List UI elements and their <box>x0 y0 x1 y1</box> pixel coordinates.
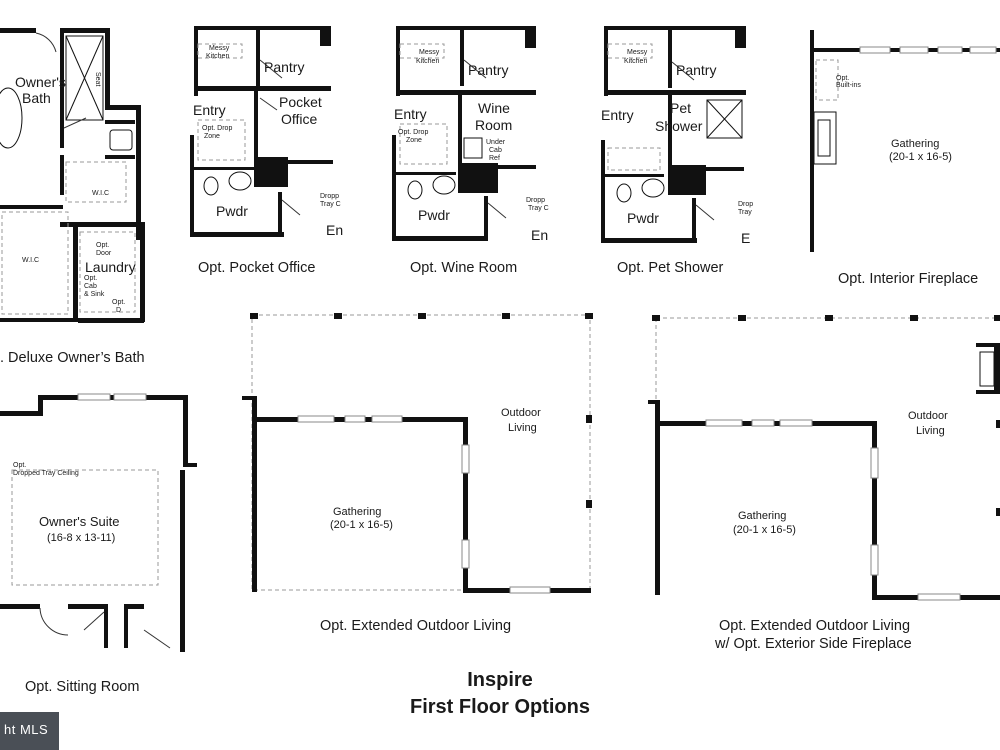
label-pantry-1: Pantry <box>264 59 304 75</box>
label-en-1: En <box>326 222 343 238</box>
label-wine: Wine <box>478 100 510 116</box>
label-opt-cab-2: Cab <box>84 283 97 290</box>
label-drop-short: Drop <box>738 201 753 208</box>
label-en-2: En <box>531 227 548 243</box>
page-title-line-2: First Floor Options <box>410 696 590 718</box>
label-entry-2: Entry <box>394 106 427 122</box>
label-living-1: Living <box>508 422 537 434</box>
label-zone-1: Zone <box>204 133 220 140</box>
label-messy-1: Messy <box>209 45 230 52</box>
label-outdoor-1: Outdoor <box>501 407 541 419</box>
label-kitchen-2: Kitchen <box>416 58 439 65</box>
label-room-wine: Room <box>475 117 512 133</box>
label-messy-3: Messy <box>627 49 648 56</box>
label-seat: Seat <box>94 72 101 86</box>
caption-sitting-room: Opt. Sitting Room <box>25 679 139 695</box>
mls-logo-text: ht MLS <box>4 722 49 737</box>
label-entry-3: Entry <box>601 107 634 123</box>
label-opt-drop-2: Opt. Drop <box>398 129 428 136</box>
label-pocket: Pocket <box>279 94 322 110</box>
label-gathering-dim-3: (20-1 x 16-5) <box>733 524 796 536</box>
label-gathering-1: Gathering <box>891 138 939 150</box>
label-owners: Owner's <box>15 74 66 90</box>
label-ref: Ref <box>489 155 500 162</box>
label-zone-2: Zone <box>406 137 422 144</box>
plan-pet-shower: Messy Kitchen Pantry Entry Pet Shower Pw… <box>601 26 753 276</box>
plan-extended-outdoor: Outdoor Living Gathering (20-1 x 16-5) O… <box>242 313 593 634</box>
label-under: Under <box>486 139 506 146</box>
label-dropped-2: Dropp <box>526 197 545 204</box>
label-office: Office <box>281 111 318 127</box>
label-opt-tray-1: Opt. <box>13 462 26 469</box>
page-title-line-1: Inspire <box>467 669 533 691</box>
label-tray-1: Tray C <box>320 201 341 208</box>
label-dropped-1: Dropp <box>320 193 339 200</box>
label-opt-builtins-2: Built-ins <box>836 82 861 89</box>
label-opt-d-1: Opt. <box>112 299 125 306</box>
label-opt-drop-1: Opt. Drop <box>202 125 232 132</box>
label-suite-dim: (16-8 x 13-11) <box>47 532 115 544</box>
label-wic-2: W.I.C <box>22 257 39 264</box>
label-messy-2: Messy <box>419 49 440 56</box>
caption-extended-outdoor-fp-1: Opt. Extended Outdoor Living <box>719 618 910 634</box>
label-shower: Shower <box>655 118 703 134</box>
label-opt-cab-1: Opt. <box>84 275 97 282</box>
caption-extended-outdoor-fp-2: w/ Opt. Exterior Side Fireplace <box>714 636 912 652</box>
label-tray-2: Tray C <box>528 205 549 212</box>
caption-extended-outdoor: Opt. Extended Outdoor Living <box>320 618 511 634</box>
label-gathering-2: Gathering <box>333 506 381 518</box>
label-bath: Bath <box>22 90 51 106</box>
label-gathering-dim-1: (20-1 x 16-5) <box>889 151 952 163</box>
plan-deluxe-owners-bath: Owner's Bath Seat W.I.C W.I.C Laundry Op… <box>0 28 145 366</box>
label-kitchen-3: Kitchen <box>624 58 647 65</box>
plan-pocket-office: Messy Kitchen Pantry Entry Opt. Drop Zon… <box>190 26 343 276</box>
label-opt-d-2: D <box>116 307 121 314</box>
mls-logo <box>0 712 59 750</box>
label-laundry: Laundry <box>85 259 136 275</box>
label-e-short: E <box>741 230 750 246</box>
label-pet: Pet <box>670 100 691 116</box>
caption-pocket-office: Opt. Pocket Office <box>198 260 315 276</box>
label-living-2: Living <box>916 425 945 437</box>
label-opt-cab-3: & Sink <box>84 291 105 298</box>
label-opt-door-1: Opt. <box>96 242 109 249</box>
label-opt-builtins-1: Opt. <box>836 75 849 82</box>
caption-pet-shower: Opt. Pet Shower <box>617 260 724 276</box>
label-gathering-dim-2: (20-1 x 16-5) <box>330 519 393 531</box>
plan-extended-outdoor-fireplace: Outdoor Living Gathering (20-1 x 16-5) O… <box>648 315 1000 652</box>
label-entry-1: Entry <box>193 102 226 118</box>
label-pwdr-2: Pwdr <box>418 207 450 223</box>
caption-interior-fireplace: Opt. Interior Fireplace <box>838 271 978 287</box>
label-pwdr-3: Pwdr <box>627 210 659 226</box>
label-opt-door-2: Door <box>96 250 112 257</box>
label-pantry-2: Pantry <box>468 62 508 78</box>
caption-deluxe-bath: . Deluxe Owner’s Bath <box>0 350 145 366</box>
label-pantry-3: Pantry <box>676 62 716 78</box>
label-kitchen-1: Kitchen <box>206 53 229 60</box>
label-outdoor-2: Outdoor <box>908 410 948 422</box>
plan-interior-fireplace: Opt. Built-ins Gathering (20-1 x 16-5) O… <box>810 30 1000 287</box>
caption-wine-room: Opt. Wine Room <box>410 260 517 276</box>
label-wic-1: W.I.C <box>92 190 109 197</box>
plan-wine-room: Messy Kitchen Pantry Entry Opt. Drop Zon… <box>392 26 549 276</box>
label-cab: Cab <box>489 147 502 154</box>
label-gathering-3: Gathering <box>738 510 786 522</box>
label-opt-tray-2: Dropped Tray Ceiling <box>13 470 79 477</box>
label-owners-suite: Owner's Suite <box>39 514 120 529</box>
label-pwdr-1: Pwdr <box>216 203 248 219</box>
plan-sitting-room: Opt. Dropped Tray Ceiling Owner's Suite … <box>0 393 197 695</box>
label-tray-short: Tray <box>738 209 752 216</box>
